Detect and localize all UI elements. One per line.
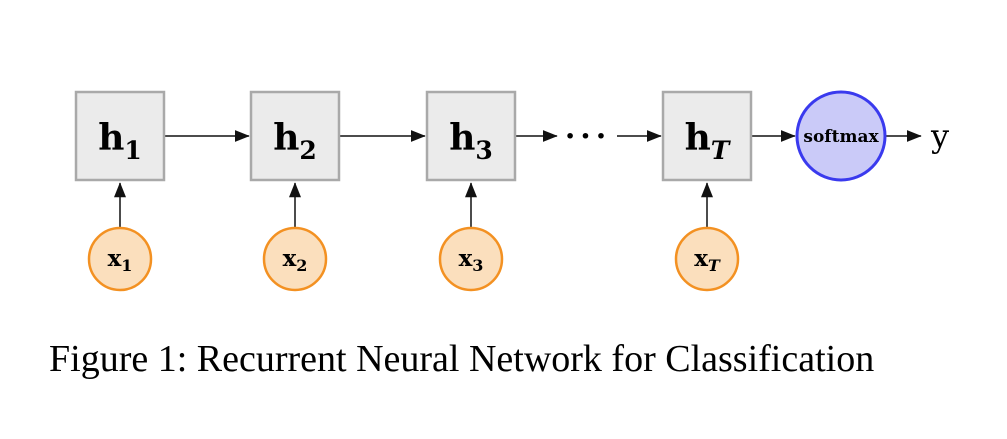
input-label: x2 <box>283 245 308 275</box>
ellipsis-dots: ··· <box>565 119 611 154</box>
hidden-state-node-hT: hT <box>661 90 753 182</box>
input-node-x1: x1 <box>87 226 153 292</box>
input-label: x1 <box>108 245 133 275</box>
input-circle <box>438 226 504 292</box>
hidden-state-label: h1 <box>98 117 142 165</box>
hidden-state-node-h1: h1 <box>74 90 166 182</box>
input-circle <box>87 226 153 292</box>
hidden-state-box <box>661 90 753 182</box>
hidden-state-box <box>74 90 166 182</box>
input-circle <box>262 226 328 292</box>
softmax-circle <box>795 90 887 182</box>
figure-caption: Figure 1: Recurrent Neural Network for C… <box>49 338 875 380</box>
hidden-state-node-h3: h3 <box>425 90 517 182</box>
hidden-state-node-h2: h2 <box>249 90 341 182</box>
input-node-x3: x3 <box>438 226 504 292</box>
input-label: x3 <box>459 245 484 275</box>
input-circle <box>674 226 740 292</box>
hidden-state-label: h3 <box>449 117 493 165</box>
softmax-node: softmax <box>795 90 887 182</box>
input-label: xT <box>694 245 721 275</box>
input-node-xT: xT <box>674 226 740 292</box>
hidden-state-box <box>425 90 517 182</box>
output-label: y <box>930 117 949 155</box>
hidden-state-label: hT <box>685 117 732 165</box>
input-node-x2: x2 <box>262 226 328 292</box>
hidden-state-label: h2 <box>273 117 317 165</box>
hidden-state-box <box>249 90 341 182</box>
softmax-label: softmax <box>803 127 879 147</box>
